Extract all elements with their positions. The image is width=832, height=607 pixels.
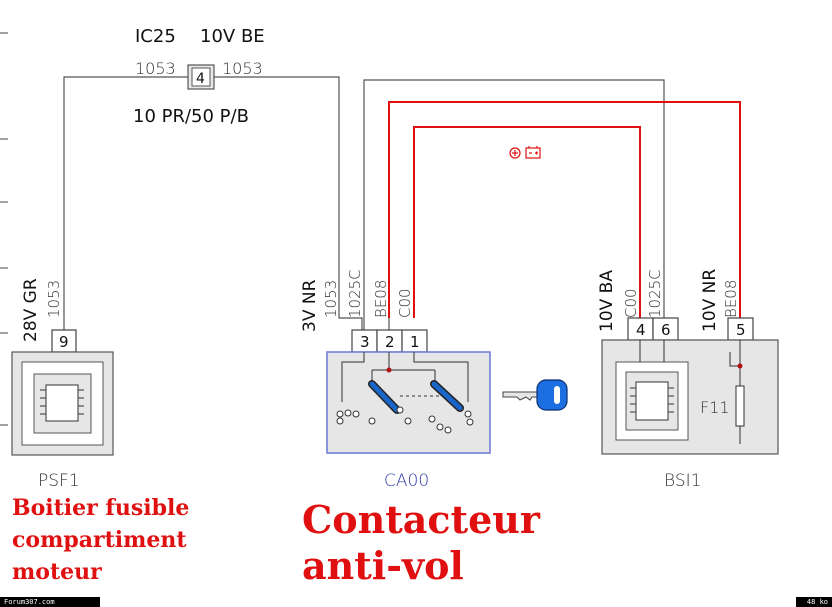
bsi1-connector-b-label: 10V NR [700, 269, 720, 332]
psf1-chip-icon [40, 384, 84, 422]
key-icon [502, 379, 568, 411]
footer-site-label: Forum307.com [0, 597, 100, 607]
margin-ticks [0, 32, 8, 426]
wire-be08 [388, 101, 741, 318]
header-code-left: IC25 [135, 26, 176, 47]
ca00-wire-1025c: 1025C [346, 269, 364, 318]
black-wires [63, 76, 665, 330]
bsi1-connector-a-label: 10V BA [597, 270, 617, 332]
ca00-description-line: anti-vol [302, 543, 464, 588]
psf1-pin: 9 [59, 333, 69, 351]
wire-1025c [363, 79, 665, 330]
wire-1053 [63, 76, 188, 330]
bsi1-pin-5: 5 [736, 321, 746, 339]
psf1-module [11, 351, 114, 456]
ca00-pin-3: 3 [360, 333, 370, 351]
bsi1-fuse-label: F11 [700, 398, 730, 417]
footer-size-label: 48 ko [796, 597, 832, 607]
ca00-pin-1: 1 [410, 333, 420, 351]
bsi1-name: BSI1 [664, 471, 701, 491]
bsi1-pin-4: 4 [636, 321, 646, 339]
wire-c00 [413, 126, 641, 318]
contact-blade-right [430, 380, 464, 412]
wire-1053-right [214, 76, 363, 330]
sheath-label: 10 PR/50 P/B [133, 106, 249, 127]
bsi1-module [601, 339, 779, 455]
ca00-name: CA00 [384, 471, 429, 491]
contact-blade-left [368, 380, 401, 414]
fuse-icon [735, 385, 745, 427]
bsi1-wire-be08: BE08 [722, 280, 740, 318]
header-code-right: 10V BE [200, 26, 265, 47]
ca00-module [326, 351, 491, 454]
splice-number: 4 [196, 71, 205, 87]
ca00-wire-c00: C00 [396, 288, 414, 318]
ca00-description: Contacteur anti-vol [302, 497, 540, 589]
bsi1-pin-6: 6 [661, 321, 671, 339]
psf1-wire-label: 1053 [45, 280, 63, 318]
psf1-description: Boitier fusible compartiment moteur [12, 492, 189, 588]
red-wires [388, 101, 741, 318]
ca00-wire-1053: 1053 [322, 280, 340, 318]
psf1-connector-label: 28V GR [21, 278, 41, 342]
wire-label-left: 1053 [135, 59, 176, 78]
bsi1-wire-c00: C00 [622, 288, 640, 318]
psf1-name: PSF1 [38, 471, 80, 491]
ca00-wire-be08: BE08 [372, 280, 390, 318]
psf1-description-line: Boitier fusible [12, 495, 190, 521]
bsi1-chip-icon [630, 381, 674, 421]
bsi1-wire-1025c: 1025C [646, 269, 664, 318]
ca00-description-line: Contacteur [302, 497, 540, 542]
ca00-pin-2: 2 [385, 333, 395, 351]
ca00-connector-label: 3V NR [300, 279, 320, 332]
wire-label-right: 1053 [222, 59, 263, 78]
psf1-description-line: moteur [12, 559, 102, 585]
psf1-description-line: compartiment [12, 527, 187, 553]
battery-plus-icon [509, 146, 541, 159]
